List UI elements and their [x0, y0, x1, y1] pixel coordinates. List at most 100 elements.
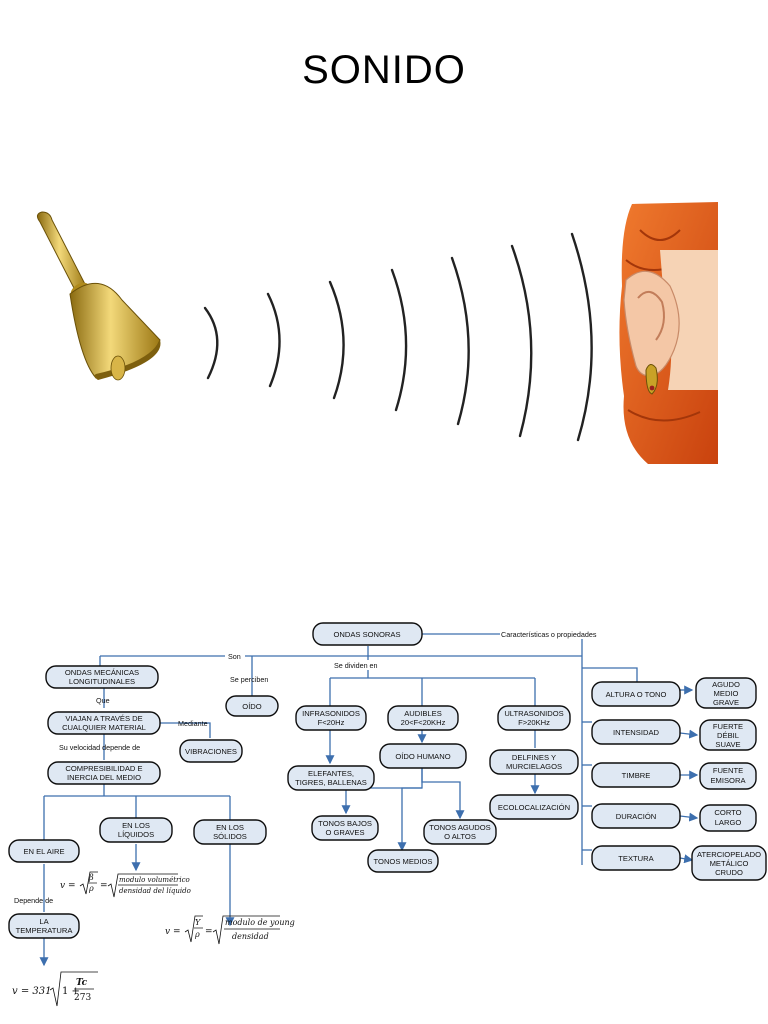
svg-text:LARGO: LARGO — [715, 818, 742, 827]
node-fuerte-debil-suave: FUERTE DÉBIL SUAVE — [699, 719, 757, 751]
node-textura: TEXTURA — [591, 845, 681, 871]
svg-text:SÓLIDOS: SÓLIDOS — [213, 832, 247, 841]
svg-text:v =: v = — [165, 927, 181, 937]
label-se-dividen: Se dividen en — [334, 661, 378, 670]
svg-text:OÍDO HUMANO: OÍDO HUMANO — [395, 752, 450, 761]
svg-text:Tc: Tc — [76, 978, 88, 988]
svg-text:v = 331: v = 331 — [12, 986, 51, 997]
svg-text:O GRAVES: O GRAVES — [325, 828, 364, 837]
svg-text:LA: LA — [39, 917, 49, 926]
svg-text:v =: v = — [60, 881, 76, 891]
sound-wave — [203, 306, 219, 380]
svg-text:ECOLOCALIZACIÓN: ECOLOCALIZACIÓN — [498, 803, 570, 812]
svg-text:EN LOS: EN LOS — [216, 823, 244, 832]
node-audibles: AUDIBLES 20<F<20KHz — [387, 705, 459, 731]
svg-text:ONDAS MECÁNICAS: ONDAS MECÁNICAS — [65, 668, 139, 677]
node-en-los-solidos: EN LOS SÓLIDOS — [193, 819, 267, 845]
node-fuente-emisora: FUENTE EMISORA — [699, 762, 757, 790]
node-tonos-bajos: TONOS BAJOS O GRAVES — [311, 815, 379, 841]
sound-waves — [203, 232, 593, 442]
node-timbre: TIMBRE — [591, 762, 681, 788]
svg-text:CUALQUIER MATERIAL: CUALQUIER MATERIAL — [62, 723, 146, 732]
svg-text:20<F<20KHz: 20<F<20KHz — [401, 718, 446, 727]
svg-text:FUERTE: FUERTE — [713, 722, 743, 731]
node-ondas-mecanicas: ONDAS MECÁNICAS LONGITUDINALES — [45, 665, 159, 689]
svg-text:AUDIBLES: AUDIBLES — [404, 709, 442, 718]
node-en-los-liquidos: EN LOS LÍQUIDOS — [99, 817, 173, 843]
svg-text:TONOS BAJOS: TONOS BAJOS — [318, 819, 372, 828]
svg-text:INTENSIDAD: INTENSIDAD — [613, 728, 660, 737]
label-mediante: Mediante — [178, 719, 208, 728]
svg-text:VIAJAN A TRAVÉS DE: VIAJAN A TRAVÉS DE — [65, 714, 142, 723]
svg-text:F>20KHz: F>20KHz — [518, 718, 550, 727]
svg-text:TEXTURA: TEXTURA — [618, 854, 654, 863]
formula-aire: v = 331 1 + Tc 273 — [12, 971, 98, 1007]
sound-wave — [510, 244, 533, 438]
label-velocidad: Su velocidad depende de — [59, 743, 140, 752]
node-viajan: VIAJAN A TRAVÉS DE CUALQUIER MATERIAL — [47, 711, 161, 735]
svg-text:ELEFANTES,: ELEFANTES, — [308, 769, 354, 778]
svg-text:CRUDO: CRUDO — [715, 868, 743, 877]
node-duracion: DURACIÓN — [591, 803, 681, 829]
label-que: Que — [96, 696, 110, 705]
node-ecolocalizacion: ECOLOCALIZACIÓN — [489, 794, 579, 820]
svg-text:COMPRESIBILIDAD E: COMPRESIBILIDAD E — [65, 764, 142, 773]
label-se-perciben: Se perciben — [230, 675, 268, 684]
svg-text:MEDIO: MEDIO — [714, 689, 739, 698]
svg-text:TEMPERATURA: TEMPERATURA — [16, 926, 74, 935]
svg-text:DELFINES Y: DELFINES Y — [512, 753, 556, 762]
svg-text:CORTO: CORTO — [714, 808, 741, 817]
svg-text:modulo de young: modulo de young — [225, 918, 295, 927]
svg-text:INFRASONIDOS: INFRASONIDOS — [302, 709, 360, 718]
svg-text:VIBRACIONES: VIBRACIONES — [185, 747, 237, 756]
svg-text:EN EL AIRE: EN EL AIRE — [23, 847, 64, 856]
node-ondas-sonoras: ONDAS SONORAS — [312, 622, 423, 646]
svg-text:TIMBRE: TIMBRE — [622, 771, 651, 780]
node-ultrasonidos: ULTRASONIDOS F>20KHz — [497, 705, 571, 731]
svg-text:densidad: densidad — [232, 932, 269, 941]
sound-wave — [390, 268, 408, 412]
svg-text:TIGRES, BALLENAS: TIGRES, BALLENAS — [295, 778, 367, 787]
svg-text:273: 273 — [74, 993, 91, 1003]
svg-text:ONDAS SONORAS: ONDAS SONORAS — [333, 630, 400, 639]
svg-text:F<20Hz: F<20Hz — [318, 718, 345, 727]
node-compresibilidad: COMPRESIBILIDAD E INERCIA DEL MEDIO — [47, 761, 161, 785]
svg-text:ULTRASONIDOS: ULTRASONIDOS — [504, 709, 563, 718]
node-la-temperatura: LA TEMPERATURA — [8, 913, 80, 939]
page-title: SONIDO — [302, 48, 466, 92]
svg-text:O ALTOS: O ALTOS — [444, 832, 476, 841]
label-caracteristicas: Características o propiedades — [501, 630, 597, 639]
svg-text:DURACIÓN: DURACIÓN — [616, 812, 657, 821]
svg-text:SUAVE: SUAVE — [715, 740, 740, 749]
svg-text:densidad del líquido: densidad del líquido — [119, 887, 191, 895]
node-corto-largo: CORTO LARGO — [699, 804, 757, 832]
svg-text:=: = — [205, 927, 213, 937]
node-intensidad: INTENSIDAD — [591, 719, 681, 745]
svg-text:AGUDO: AGUDO — [712, 680, 740, 689]
svg-text:EMISORA: EMISORA — [710, 776, 746, 785]
node-tonos-agudos: TONOS AGUDOS O ALTOS — [423, 819, 497, 845]
formula-liquidos: v = β ρ = modulo volumétrico densidad de… — [60, 871, 191, 898]
node-en-el-aire: EN EL AIRE — [8, 839, 80, 863]
svg-text:ρ: ρ — [194, 930, 200, 939]
node-vibraciones: VIBRACIONES — [179, 739, 243, 763]
svg-text:INERCIA DEL MEDIO: INERCIA DEL MEDIO — [67, 773, 141, 782]
svg-text:DÉBIL: DÉBIL — [717, 731, 739, 740]
map-connectors — [39, 633, 699, 967]
node-agudo-medio-grave: AGUDO MEDIO GRAVE — [695, 677, 757, 709]
node-aterciopelado: ATERCIOPELADO METÁLICO CRUDO — [691, 845, 767, 881]
svg-text:Y: Y — [195, 918, 201, 927]
svg-text:TONOS AGUDOS: TONOS AGUDOS — [429, 823, 490, 832]
node-elefantes: ELEFANTES, TIGRES, BALLENAS — [287, 765, 375, 791]
svg-text:1 +: 1 + — [62, 986, 80, 997]
svg-text:EN LOS: EN LOS — [122, 821, 150, 830]
hand-bell-icon — [36, 211, 161, 381]
label-son: Son — [228, 652, 241, 661]
svg-text:GRAVE: GRAVE — [713, 698, 739, 707]
node-delfines: DELFINES Y MURCIELAGOS — [489, 749, 579, 775]
node-oido-humano: OÍDO HUMANO — [379, 743, 467, 769]
node-infrasonidos: INFRASONIDOS F<20Hz — [295, 705, 367, 731]
label-depende-de: Depende de — [14, 896, 53, 905]
node-altura-o-tono: ALTURA O TONO — [591, 681, 681, 707]
sound-illustration — [36, 202, 718, 464]
